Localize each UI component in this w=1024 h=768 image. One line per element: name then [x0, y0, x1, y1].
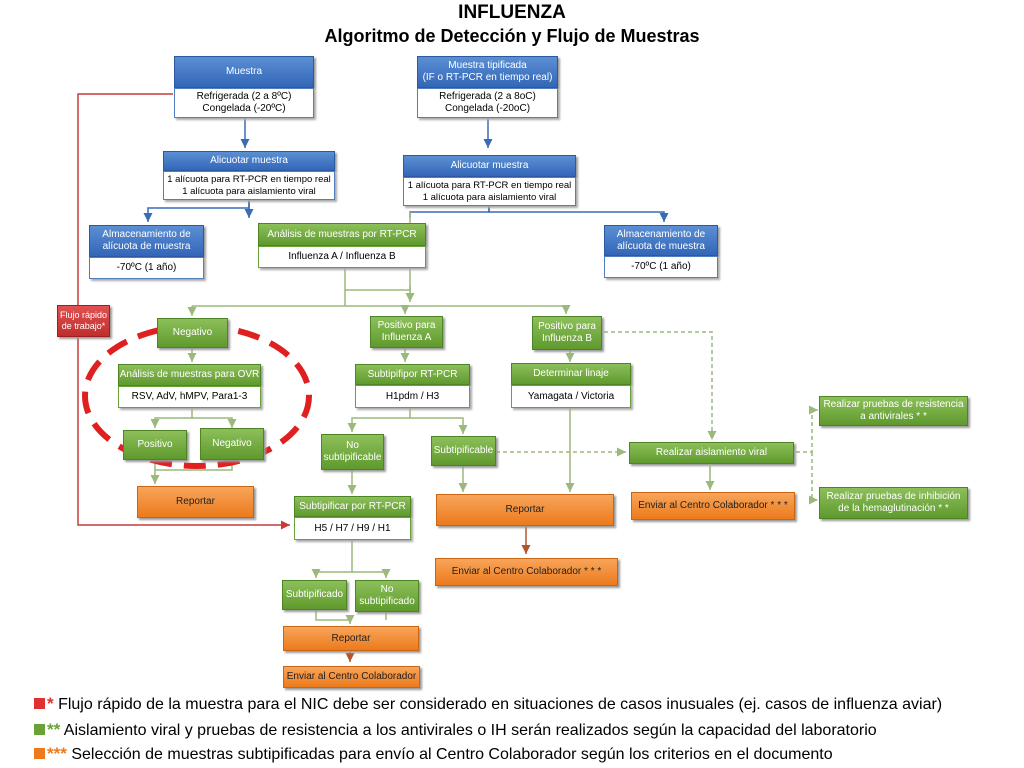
- pruebas-inhibicion-box: Realizar pruebas de inhibición de la hem…: [819, 487, 968, 519]
- legend-text-2: Aislamiento viral y pruebas de resistenc…: [63, 722, 877, 739]
- flujo-rapido-box: Flujo rápido de trabajo*: [57, 305, 110, 337]
- enviar-centro-colaborador-box-3: Enviar al Centro Colaborador: [283, 666, 420, 688]
- legend-square-orange: [34, 748, 45, 759]
- almacenamiento-left-header: Almacenamiento de alícuota de muestra: [89, 225, 204, 257]
- legend-item-3: *** Selección de muestras subtipificadas…: [34, 744, 833, 764]
- alicuotar-left-header: Alicuotar muestra: [163, 151, 335, 171]
- subtipificar-header: Subtipifipor RT-PCR: [355, 364, 470, 385]
- almacenamiento-left-text: -70ºC (1 año): [89, 257, 204, 279]
- no-subtipificable-box: No subtipificable: [321, 434, 384, 470]
- alicuotar-right-text: 1 alícuota para RT-PCR en tiempo real 1 …: [403, 177, 576, 206]
- legend-text-3: Selección de muestras subtipificadas par…: [71, 746, 833, 763]
- subtipificable-box: Subtipificable: [431, 436, 496, 466]
- muestra-header: Muestra: [174, 56, 314, 88]
- legend-item-1: * Flujo rápido de la muestra para el NIC…: [34, 694, 942, 714]
- almacenamiento-right-header: Almacenamiento de alícuota de muestra: [604, 225, 718, 256]
- positivo-influenza-a-box: Positivo para Influenza A: [370, 316, 443, 348]
- muestra-tipificada-conditions: Refrigerada (2 a 8oC) Congelada (-20oC): [417, 88, 558, 118]
- muestra-conditions: Refrigerada (2 a 8ºC) Congelada (-20ºC): [174, 88, 314, 118]
- positivo-influenza-b-box: Positivo para Influenza B: [532, 316, 602, 350]
- negativo-box: Negativo: [157, 318, 228, 348]
- connector-lines: [77, 93, 818, 662]
- legend-square-green: [34, 724, 45, 735]
- rt-pcr-analysis-text: Influenza A / Influenza B: [258, 246, 426, 268]
- alicuotar-right-header: Alicuotar muestra: [403, 155, 576, 177]
- aislamiento-viral-box: Realizar aislamiento viral: [629, 442, 794, 464]
- almacenamiento-right-text: -70ºC (1 año): [604, 256, 718, 278]
- subtipificar-rt-pcr-text: H5 / H7 / H9 / H1: [294, 517, 411, 540]
- legend-mark-2: **: [47, 720, 61, 739]
- legend-item-2: ** Aislamiento viral y pruebas de resist…: [34, 720, 877, 740]
- legend-square-red: [34, 698, 45, 709]
- ovr-analysis-header: Análisis de muestras para OVR: [118, 364, 261, 386]
- subtipificar-text: H1pdm / H3: [355, 385, 470, 408]
- rt-pcr-analysis-header: Análisis de muestras por RT-PCR: [258, 223, 426, 246]
- legend-mark-3: ***: [47, 744, 67, 763]
- legend-text-1: Flujo rápido de la muestra para el NIC d…: [58, 696, 943, 713]
- determinar-linaje-header: Determinar linaje: [511, 363, 631, 385]
- no-subtipificado-box: No subtipificado: [355, 580, 419, 612]
- determinar-linaje-text: Yamagata / Victoria: [511, 385, 631, 408]
- reportar-box-1: Reportar: [137, 486, 254, 518]
- subtipificado-box: Subtipificado: [282, 580, 347, 610]
- pruebas-resistencia-box: Realizar pruebas de resistencia a antivi…: [819, 396, 968, 426]
- ovr-analysis-text: RSV, AdV, hMPV, Para1-3: [118, 386, 261, 408]
- legend-mark-1: *: [47, 694, 54, 713]
- ovr-positivo-box: Positivo: [123, 430, 187, 460]
- reportar-box-3: Reportar: [283, 626, 419, 651]
- alicuotar-left-text: 1 alícuota para RT-PCR en tiempo real 1 …: [163, 171, 335, 200]
- diagram-subtitle: Algoritmo de Detección y Flujo de Muestr…: [324, 26, 700, 46]
- reportar-box-2: Reportar: [436, 494, 614, 526]
- enviar-centro-colaborador-box-2: Enviar al Centro Colaborador * * *: [435, 558, 618, 586]
- subtipificar-rt-pcr-header: Subtipificar por RT-PCR: [294, 496, 411, 517]
- diagram-title: INFLUENZA: [458, 2, 566, 23]
- ovr-negativo-box: Negativo: [200, 428, 264, 460]
- enviar-centro-colaborador-box-1: Enviar al Centro Colaborador * * *: [631, 492, 795, 520]
- muestra-tipificada-header: Muestra tipificada (IF o RT-PCR en tiemp…: [417, 56, 558, 88]
